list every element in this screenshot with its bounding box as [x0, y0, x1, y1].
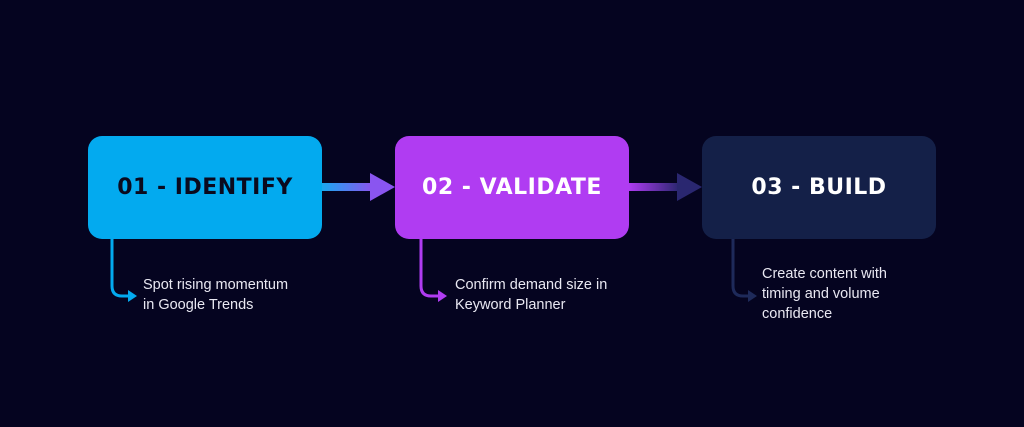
step-title-validate: 02 - VALIDATE [422, 175, 602, 200]
step-title-identify: 01 - IDENTIFY [117, 175, 293, 200]
elbow-connector-2 [419, 239, 447, 302]
step-title-build: 03 - BUILD [751, 175, 887, 200]
step-description-identify: Spot rising momentum in Google Trends [143, 277, 289, 313]
step-box-validate: 02 - VALIDATE [395, 136, 629, 239]
arrow-validate-to-build [629, 173, 702, 201]
arrow-identify-to-validate [322, 173, 395, 201]
elbow-connector-3 [731, 239, 757, 302]
step-box-identify: 01 - IDENTIFY [88, 136, 322, 239]
step-description-validate: Confirm demand size in Keyword Planner [455, 277, 608, 313]
elbow-connector-1 [110, 239, 137, 302]
step-box-build: 03 - BUILD [702, 136, 936, 239]
step-description-build: Create content with timing and volume co… [762, 266, 887, 322]
